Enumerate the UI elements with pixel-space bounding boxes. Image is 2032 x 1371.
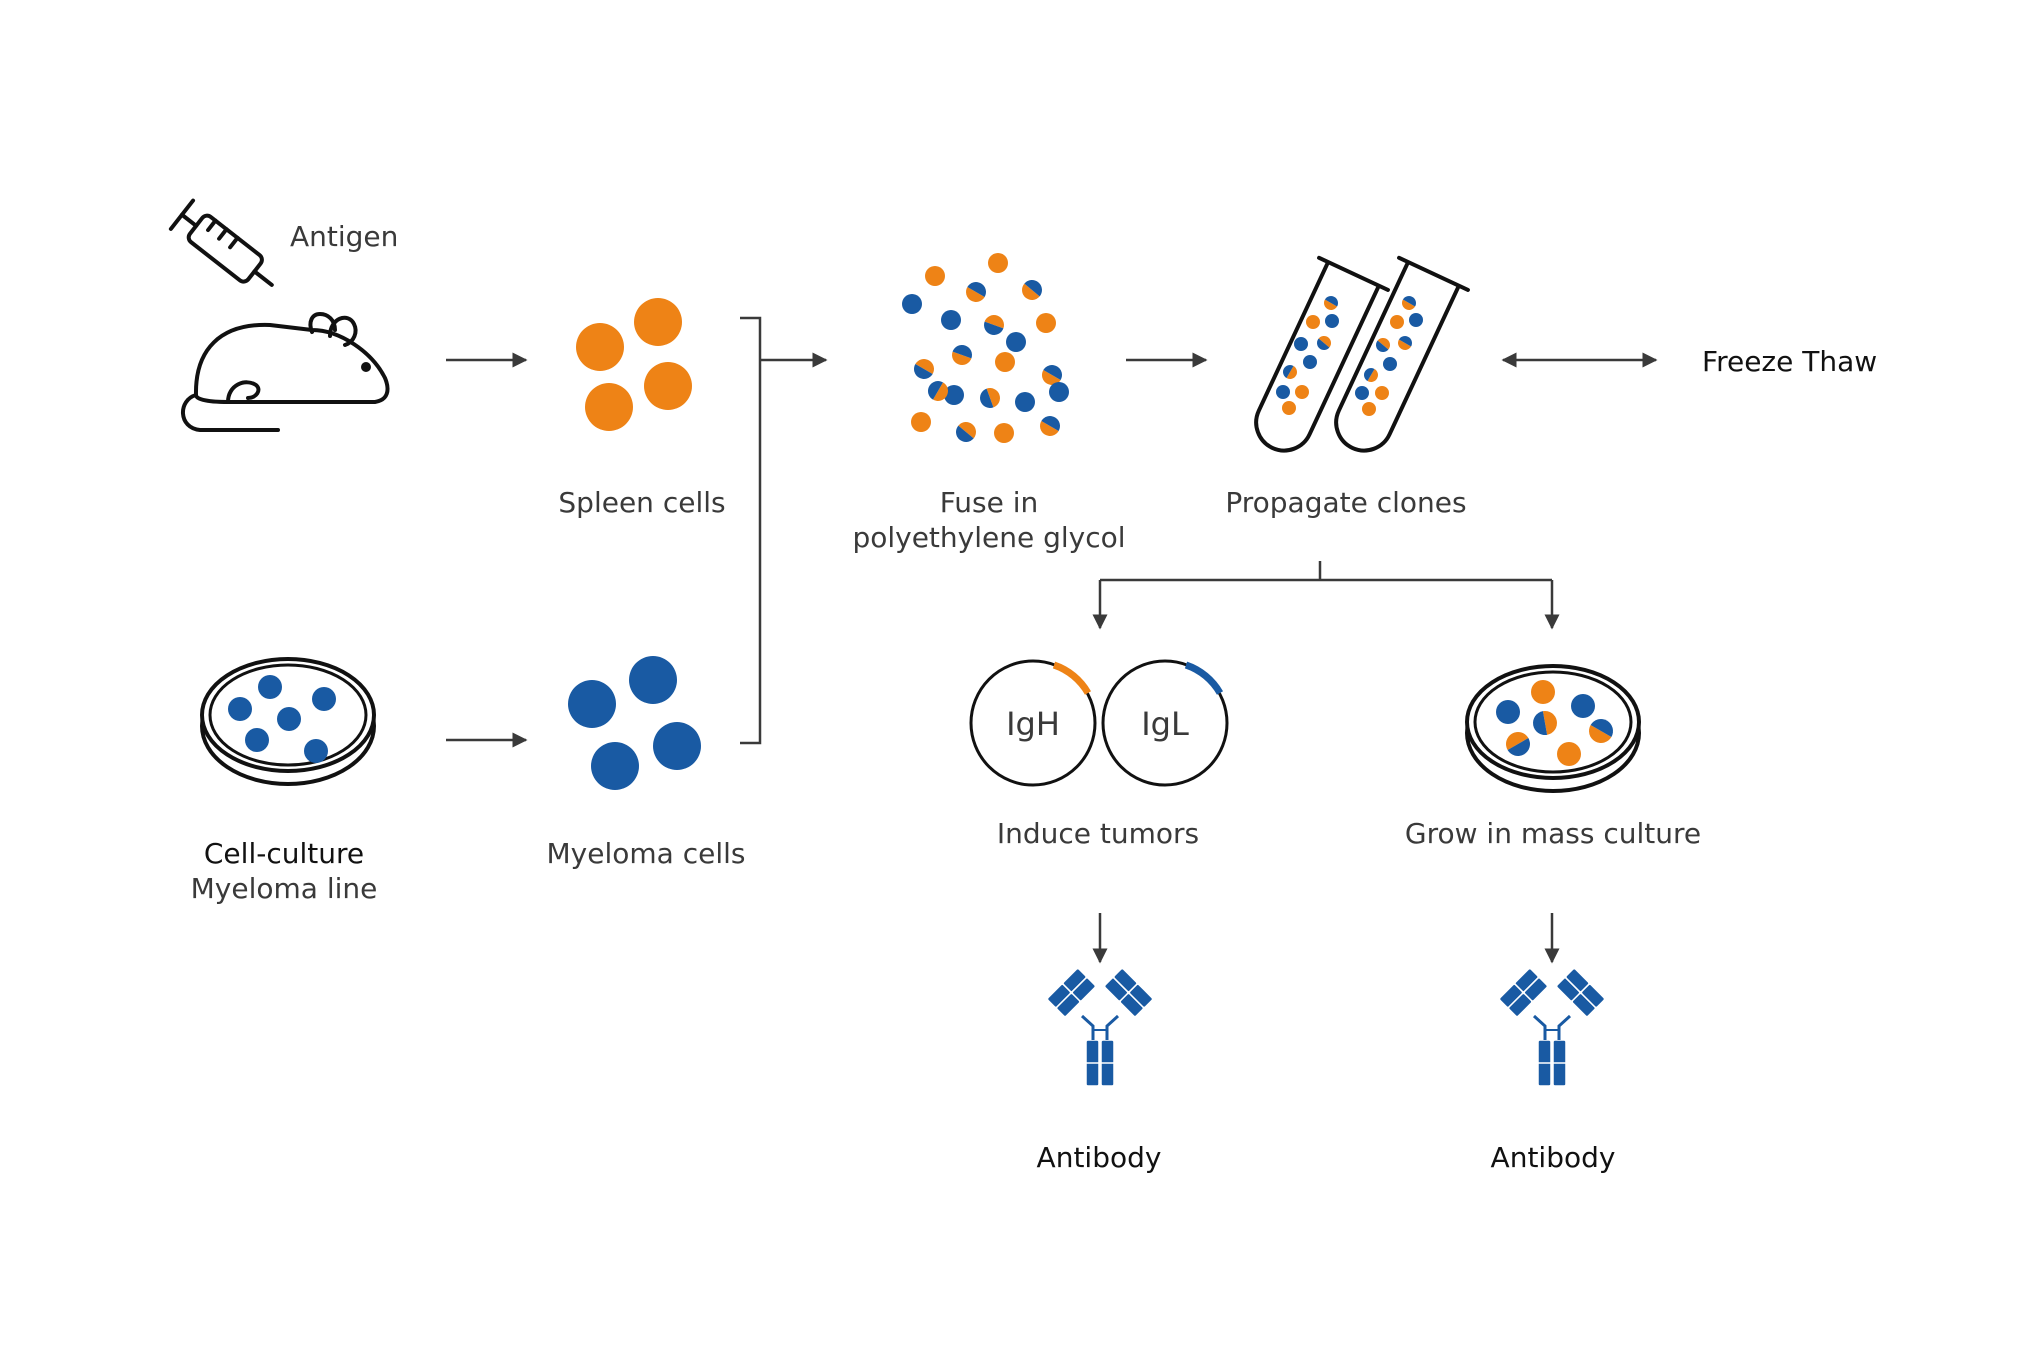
induce-tumors-label: Induce tumors (996, 817, 1200, 850)
fuse-label-line1: Fuse in (939, 486, 1039, 519)
myeloma-cells-label: Myeloma cells (546, 837, 746, 870)
igl-label: IgL (1141, 705, 1189, 743)
cell-culture-label-line1: Cell-culture (203, 837, 365, 870)
test-tubes-icon (1254, 255, 1470, 453)
mass-culture-dish-icon (1465, 664, 1641, 793)
branch-connector (1092, 561, 1560, 630)
myeloma-cells (568, 656, 701, 790)
cell-culture-label-line2: Myeloma line (190, 872, 378, 905)
antigen-label: Antigen (290, 220, 399, 253)
igl-circle (1101, 659, 1229, 787)
spleen-cells (576, 298, 692, 431)
spleen-cells-label: Spleen cells (558, 486, 726, 519)
antibody-icon (1046, 967, 1154, 1087)
petri-dish-icon (200, 657, 376, 786)
syringe-icon (168, 198, 274, 287)
freeze-thaw-label: Freeze Thaw (1702, 345, 1878, 378)
mass-culture-label: Grow in mass culture (1404, 817, 1702, 850)
antibody-label-right: Antibody (1490, 1141, 1616, 1174)
igh-label: IgH (1006, 705, 1060, 743)
mouse-icon (181, 312, 390, 432)
antibody-label-left: Antibody (1036, 1141, 1162, 1174)
cell-culture-label: Cell-culture Myeloma line (191, 836, 378, 906)
propagate-clones-label: Propagate clones (1225, 486, 1467, 519)
merge-bracket (740, 316, 762, 745)
antibody-icon (1498, 967, 1606, 1087)
fused-cells (902, 253, 1069, 443)
fuse-label: Fuse in polyethylene glycol (852, 485, 1125, 555)
fuse-label-line2: polyethylene glycol (852, 521, 1126, 554)
igh-circle (969, 659, 1097, 787)
